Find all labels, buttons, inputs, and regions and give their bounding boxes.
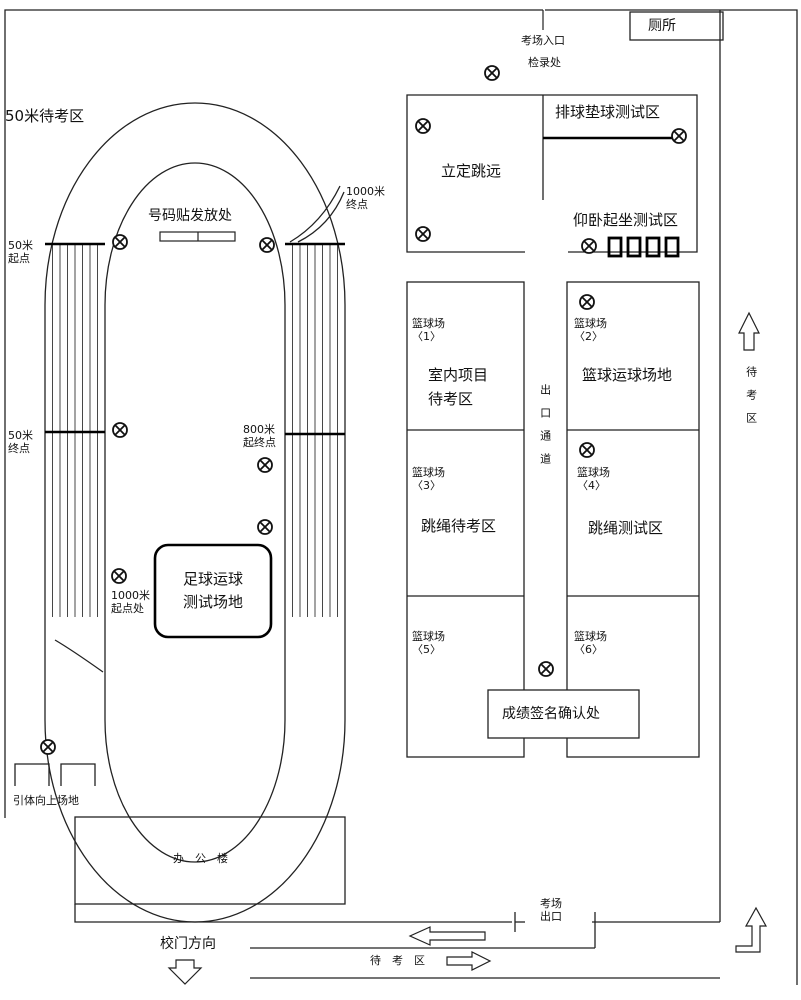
rope-wait-label: 跳绳待考区 <box>421 517 497 535</box>
start1000-label: 1000米 起点处 <box>111 589 150 615</box>
court-2-label: 篮球场 〈2〉 <box>574 317 607 343</box>
gate-label: 校门方向 <box>160 936 216 952</box>
checkin-label: 检录处 <box>528 56 561 69</box>
corner-arrow <box>735 906 768 953</box>
court-1-label: 篮球场 〈1〉 <box>412 317 445 343</box>
right-wait-label: 待考区 <box>744 366 758 435</box>
number-tables <box>159 231 236 242</box>
left-arrow <box>408 926 486 946</box>
football-label: 足球运球 测试场地 <box>182 570 243 612</box>
test-block <box>406 94 698 253</box>
exit-paths <box>74 10 721 979</box>
indoor-wait-label: 室内项目 待考区 <box>428 366 489 408</box>
longjump-label: 立定跳远 <box>441 162 502 180</box>
situp-label: 仰卧起坐测试区 <box>573 211 679 229</box>
pullup-label: 引体向上场地 <box>13 794 79 807</box>
end50-label: 50米 终点 <box>8 429 33 455</box>
start50-label: 50米 起点 <box>8 239 33 265</box>
office-building <box>74 816 346 905</box>
football-area <box>153 543 273 639</box>
exam-exit-label: 考场 出口 <box>540 897 562 923</box>
rope-test-label: 跳绳测试区 <box>588 519 664 537</box>
situp-mats <box>607 236 680 258</box>
confirm-label: 成绩签名确认处 <box>502 706 600 722</box>
up-arrow-right <box>738 311 760 351</box>
start-finish-lines <box>45 242 345 436</box>
running-track <box>44 102 346 923</box>
down-arrow <box>167 959 203 985</box>
office-label: 办 公 楼 <box>173 852 228 865</box>
court-6-label: 篮球场 〈6〉 <box>574 630 607 656</box>
bottom-wait-label: 待 考 区 <box>370 954 425 967</box>
entrance-label: 考场入口 <box>521 34 565 47</box>
court-4-label: 篮球场 〈4〉 <box>577 466 610 492</box>
dribble-label: 篮球运球场地 <box>582 366 673 384</box>
right-arrow <box>446 951 492 971</box>
basketball-courts <box>406 281 700 758</box>
wait50-label: 50米待考区 <box>5 107 85 125</box>
run800-label: 800米 起终点 <box>243 423 276 449</box>
finish1000-label: 1000米 终点 <box>346 185 385 211</box>
court-5-label: 篮球场 〈5〉 <box>412 630 445 656</box>
exit-channel-label: 出口通道 <box>538 384 552 476</box>
pullup-frames <box>14 763 96 786</box>
confirm-box <box>487 689 640 739</box>
track-lanes <box>52 244 338 617</box>
numbers-label: 号码贴发放处 <box>148 208 232 224</box>
toilet-box <box>629 11 724 41</box>
volley-label: 排球垫球测试区 <box>555 103 661 121</box>
court-3-label: 篮球场 〈3〉 <box>412 466 445 492</box>
toilet-label: 厕所 <box>648 18 676 34</box>
site-boundary <box>4 9 798 985</box>
